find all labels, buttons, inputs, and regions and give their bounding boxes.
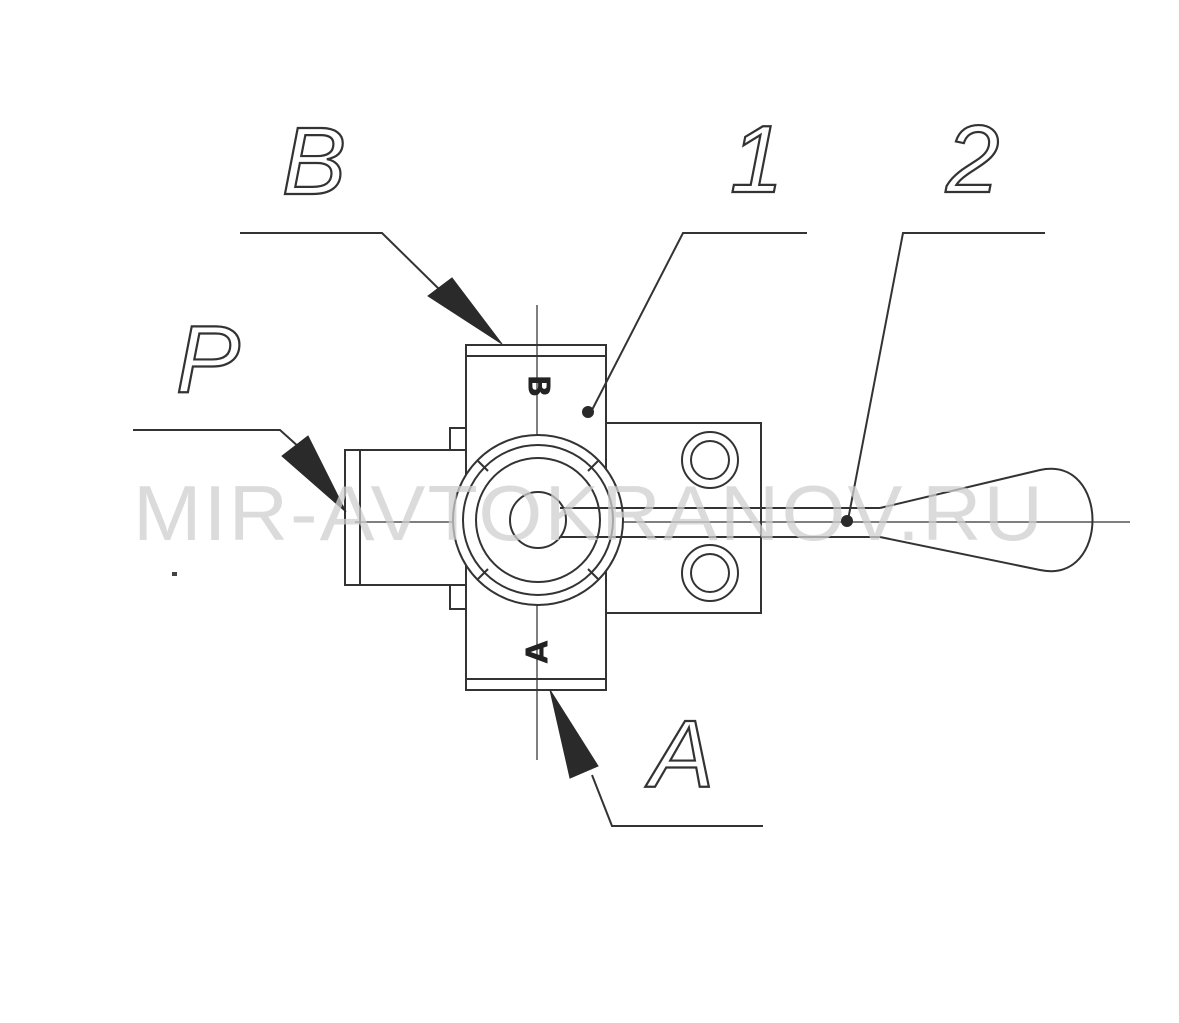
port-mark-b: B <box>521 375 556 398</box>
leader-p <box>133 429 347 513</box>
port-mark-a: A <box>521 640 556 664</box>
leader-2 <box>841 232 1045 527</box>
mounting-bolt-lower <box>681 544 739 602</box>
svg-text:A: A <box>521 640 556 664</box>
leader-b <box>240 232 503 345</box>
leader-a <box>549 689 763 827</box>
callout-p: P <box>176 306 240 413</box>
callout-b: B <box>282 108 346 215</box>
callout-2: 2 <box>945 106 999 213</box>
leader-1 <box>582 232 807 418</box>
svg-text:B: B <box>521 375 556 398</box>
stray-mark <box>172 572 177 576</box>
watermark: MIR-AVTOKRANOV.RU <box>133 469 1045 557</box>
lever-handle <box>560 467 1094 573</box>
rotary-hub <box>452 434 624 606</box>
callout-a: A <box>645 701 714 808</box>
callout-1: 1 <box>730 106 783 213</box>
mounting-bolt-upper <box>681 431 739 489</box>
